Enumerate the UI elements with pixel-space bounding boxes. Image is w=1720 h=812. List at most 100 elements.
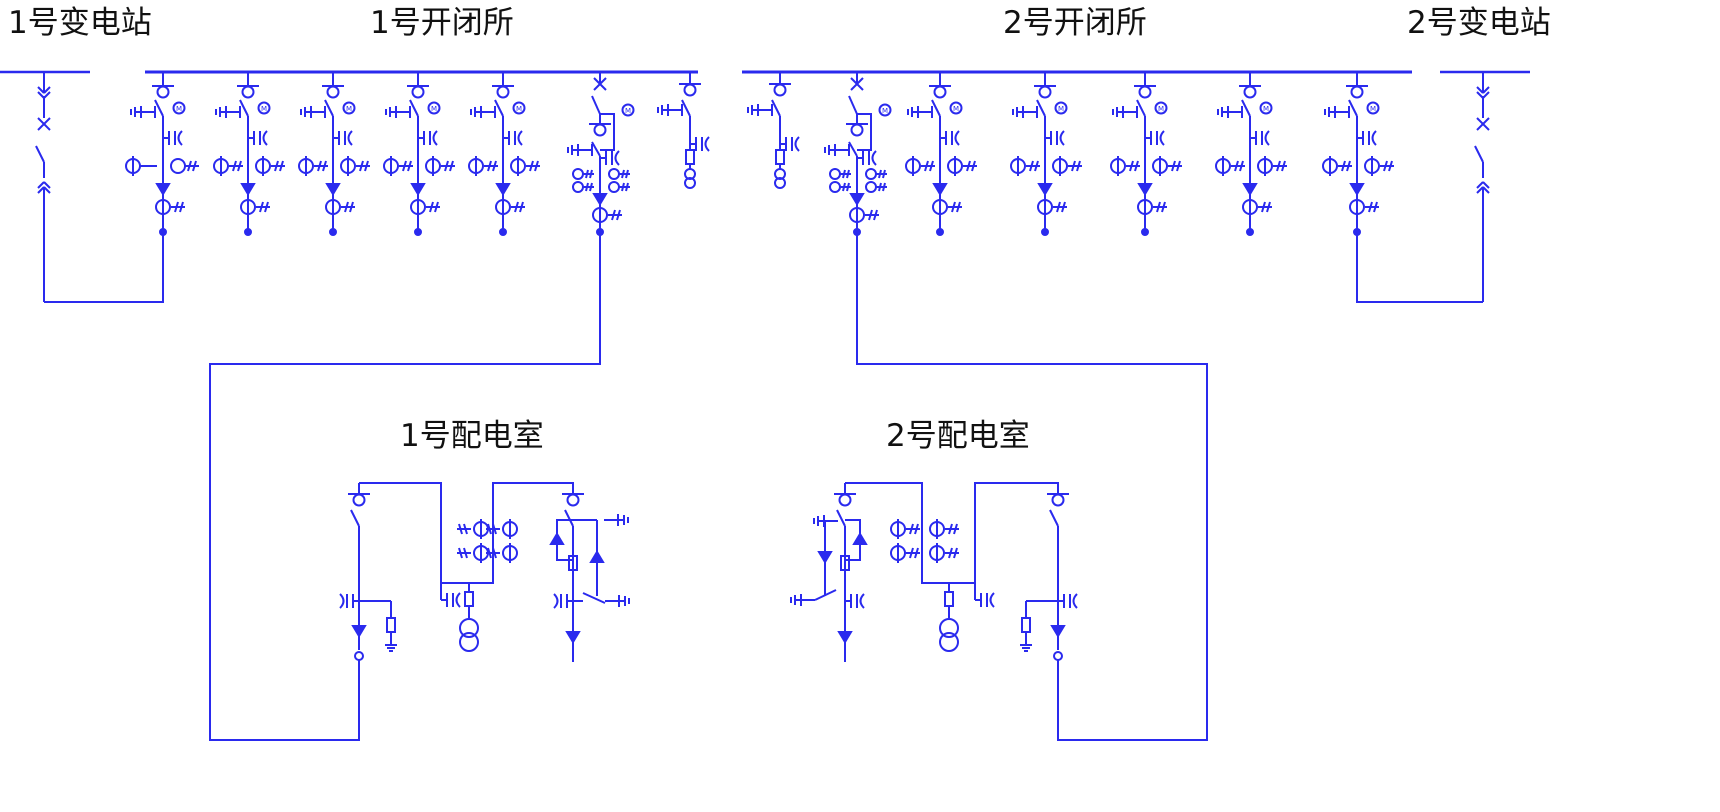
h [322, 160, 327, 172]
current-transformer-icon [1110, 156, 1140, 176]
h [1034, 160, 1039, 172]
earthing-switch-icon [604, 514, 629, 526]
ct [608, 181, 620, 193]
node-dot-icon [414, 228, 422, 236]
h [1368, 201, 1373, 213]
h [966, 160, 971, 172]
switch-blade-icon [681, 99, 691, 117]
current-transformer-icon [510, 156, 540, 176]
earthing-switch-icon [605, 595, 630, 607]
motor-operator-icon: M [1054, 101, 1068, 115]
terminal-circle [1243, 85, 1257, 99]
node-dot-icon [1246, 228, 1254, 236]
m [1366, 101, 1380, 115]
h [625, 182, 629, 192]
current-transformer-icon [155, 197, 185, 217]
voltage-indicator-icon [163, 130, 183, 146]
ct [572, 181, 584, 193]
fuse-icon [775, 149, 785, 165]
c [1059, 130, 1065, 146]
a [495, 183, 511, 196]
label-substation-1: 1号变电站 [8, 5, 152, 41]
motor-operator-icon: M [1366, 101, 1380, 115]
h [1281, 160, 1286, 172]
h [914, 547, 919, 559]
current-transformer-icon [383, 156, 413, 176]
h [492, 547, 497, 559]
node-dot-icon [1041, 228, 1049, 236]
wire [359, 482, 574, 584]
h [279, 160, 284, 172]
c [871, 150, 877, 166]
h [971, 160, 976, 172]
h [492, 160, 497, 172]
h [449, 160, 454, 172]
motor-label: M [346, 105, 352, 113]
terminal-circle [593, 123, 607, 137]
arrow-icon [549, 532, 565, 545]
h [1156, 201, 1161, 213]
motor-operator-icon: M [427, 101, 441, 115]
h [909, 547, 914, 559]
label-substation-2: 2号变电站 [1407, 5, 1551, 41]
motor-label: M [953, 105, 959, 113]
h [444, 160, 449, 172]
wire [1356, 232, 1483, 303]
ct [865, 181, 877, 193]
current-transformer-icon [1257, 156, 1287, 176]
h [882, 169, 886, 179]
arrow-icon [325, 183, 341, 196]
h [274, 160, 279, 172]
h [842, 182, 846, 192]
current-transformer-icon [1010, 156, 1040, 176]
c [553, 593, 559, 609]
current-transformer-icon [255, 156, 285, 176]
label-switching-station-1: 1号开闭所 [370, 5, 514, 41]
earthing-switch-icon [1217, 106, 1242, 118]
switch-blade-icon [1474, 145, 1484, 163]
c [989, 592, 995, 608]
motor-operator-icon: M [621, 103, 635, 117]
a [817, 551, 833, 564]
w [43, 181, 51, 189]
a [852, 532, 868, 545]
c [339, 593, 345, 609]
current-transformer-icon [486, 543, 518, 563]
m [342, 101, 356, 115]
voltage-indicator-icon [857, 150, 877, 166]
cable-terminal-icon [407, 85, 429, 99]
current-transformer-icon [125, 156, 141, 176]
ct [170, 158, 186, 174]
h [621, 182, 625, 192]
h [873, 209, 878, 221]
a [1037, 183, 1053, 196]
h [1134, 160, 1139, 172]
earthing-switch-icon [1112, 106, 1137, 118]
current-transformer-icon [213, 156, 243, 176]
arrow-icon [852, 532, 868, 545]
current-transformer-icon [468, 156, 498, 176]
current-transformer-icon [890, 543, 920, 563]
earthing-switch-icon [1012, 106, 1037, 118]
wire [856, 232, 1208, 741]
m [512, 101, 526, 115]
switch-blade-icon [1036, 99, 1046, 117]
a [1242, 183, 1258, 196]
c [262, 130, 268, 146]
ct [608, 168, 620, 180]
ground-icon [1020, 644, 1032, 652]
x [37, 117, 51, 131]
transformer-icon [459, 618, 479, 652]
h [589, 182, 593, 192]
node-dot-icon [244, 228, 252, 236]
blade [1136, 99, 1146, 117]
fuse-icon [840, 555, 850, 571]
h [909, 523, 914, 535]
fuse-icon [386, 617, 396, 633]
h [953, 523, 958, 535]
terminal-circle [566, 493, 580, 507]
terminal-circle [838, 493, 852, 507]
h [487, 523, 492, 535]
terminal-circle [156, 85, 170, 99]
